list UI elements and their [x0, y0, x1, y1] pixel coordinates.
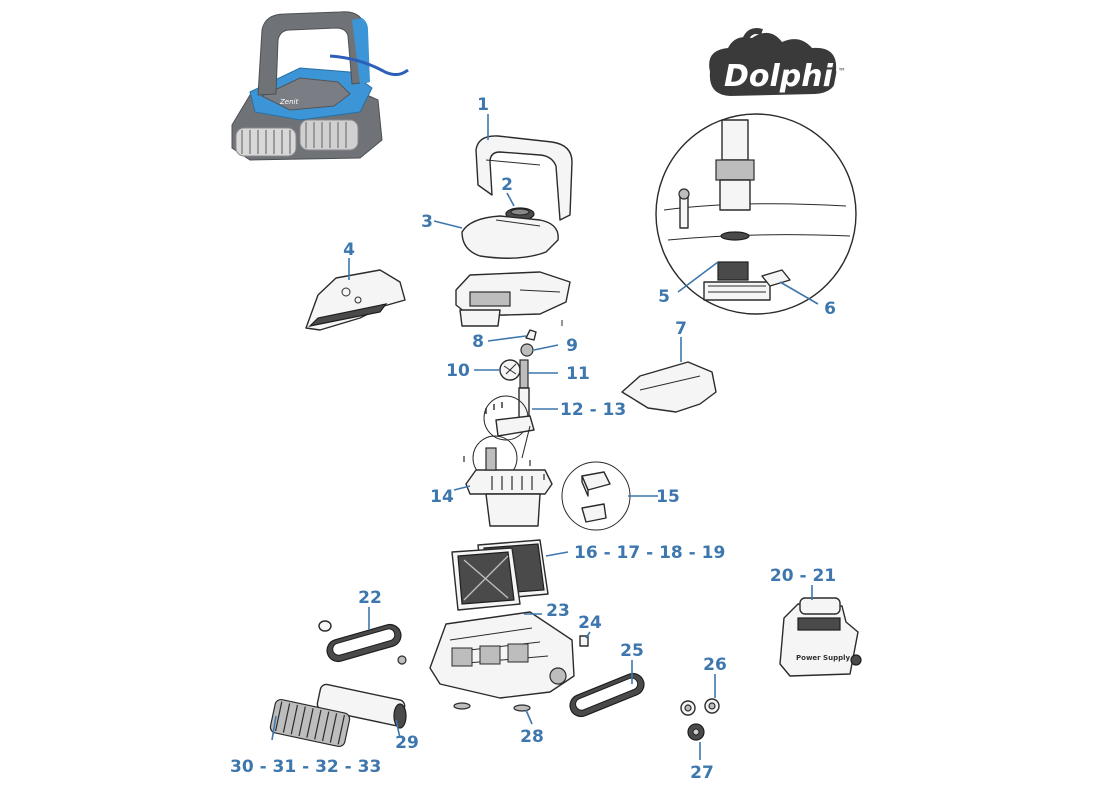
part-26-27-wheels [680, 698, 720, 741]
callout-10: 10 [446, 361, 470, 381]
callout-2: 2 [501, 175, 513, 195]
callout-25: 25 [620, 641, 644, 661]
parts-8-11-small-pieces [499, 320, 563, 389]
callout-24: 24 [578, 613, 602, 633]
callout-9: 9 [566, 336, 578, 356]
callout-4: 4 [343, 240, 355, 260]
callout-14: 14 [430, 487, 454, 507]
part-22-track [318, 620, 407, 665]
callout-27: 27 [690, 763, 714, 783]
logo-text: Dolphin [724, 59, 854, 94]
part-30-33-brush [269, 698, 351, 748]
part-20-21-power-supply: Power Supply [779, 597, 862, 677]
callout-12-13: 12 - 13 [560, 400, 626, 420]
part-4-side-panel [305, 269, 406, 331]
callout-7: 7 [675, 319, 687, 339]
part-1-handle [475, 135, 573, 221]
part-25-track [569, 672, 645, 718]
robot-photo: Zenit [231, 11, 409, 161]
callout-30-33: 30 - 31 - 32 - 33 [230, 757, 381, 777]
robot-badge: Zenit [279, 98, 298, 106]
callout-labels: 1 2 3 4 5 6 7 8 9 10 11 12 - 13 14 15 16… [230, 95, 836, 783]
callout-29: 29 [395, 733, 419, 753]
trademark: ™ [838, 67, 846, 76]
power-supply-label: Power Supply [796, 654, 850, 662]
part-14-pump-base [463, 435, 553, 527]
part-7-side-cover [621, 361, 717, 413]
callout-23: 23 [546, 601, 570, 621]
callout-15: 15 [656, 487, 680, 507]
part-12-13-motor [483, 387, 535, 459]
callout-20-21: 20 - 21 [770, 566, 836, 586]
part-15-filter-elements [561, 461, 631, 531]
callout-1: 1 [477, 95, 489, 115]
part-3-top-cover [461, 215, 559, 259]
part-23-chassis [429, 611, 589, 712]
callout-28: 28 [520, 727, 544, 747]
part-5-6-zoom-detail [655, 113, 857, 315]
callout-11: 11 [566, 364, 590, 384]
leader-lines [271, 114, 819, 760]
callout-5: 5 [658, 287, 670, 307]
callout-26: 26 [703, 655, 727, 675]
callout-6: 6 [824, 299, 836, 319]
part-16-19-filter-panels [451, 539, 549, 611]
callout-8: 8 [472, 332, 484, 352]
dolphin-logo: Dolphin ™ [709, 28, 854, 96]
upper-housing [455, 271, 571, 327]
callout-22: 22 [358, 588, 382, 608]
callout-16-19: 16 - 17 - 18 - 19 [574, 543, 725, 563]
callout-3: 3 [421, 212, 433, 232]
